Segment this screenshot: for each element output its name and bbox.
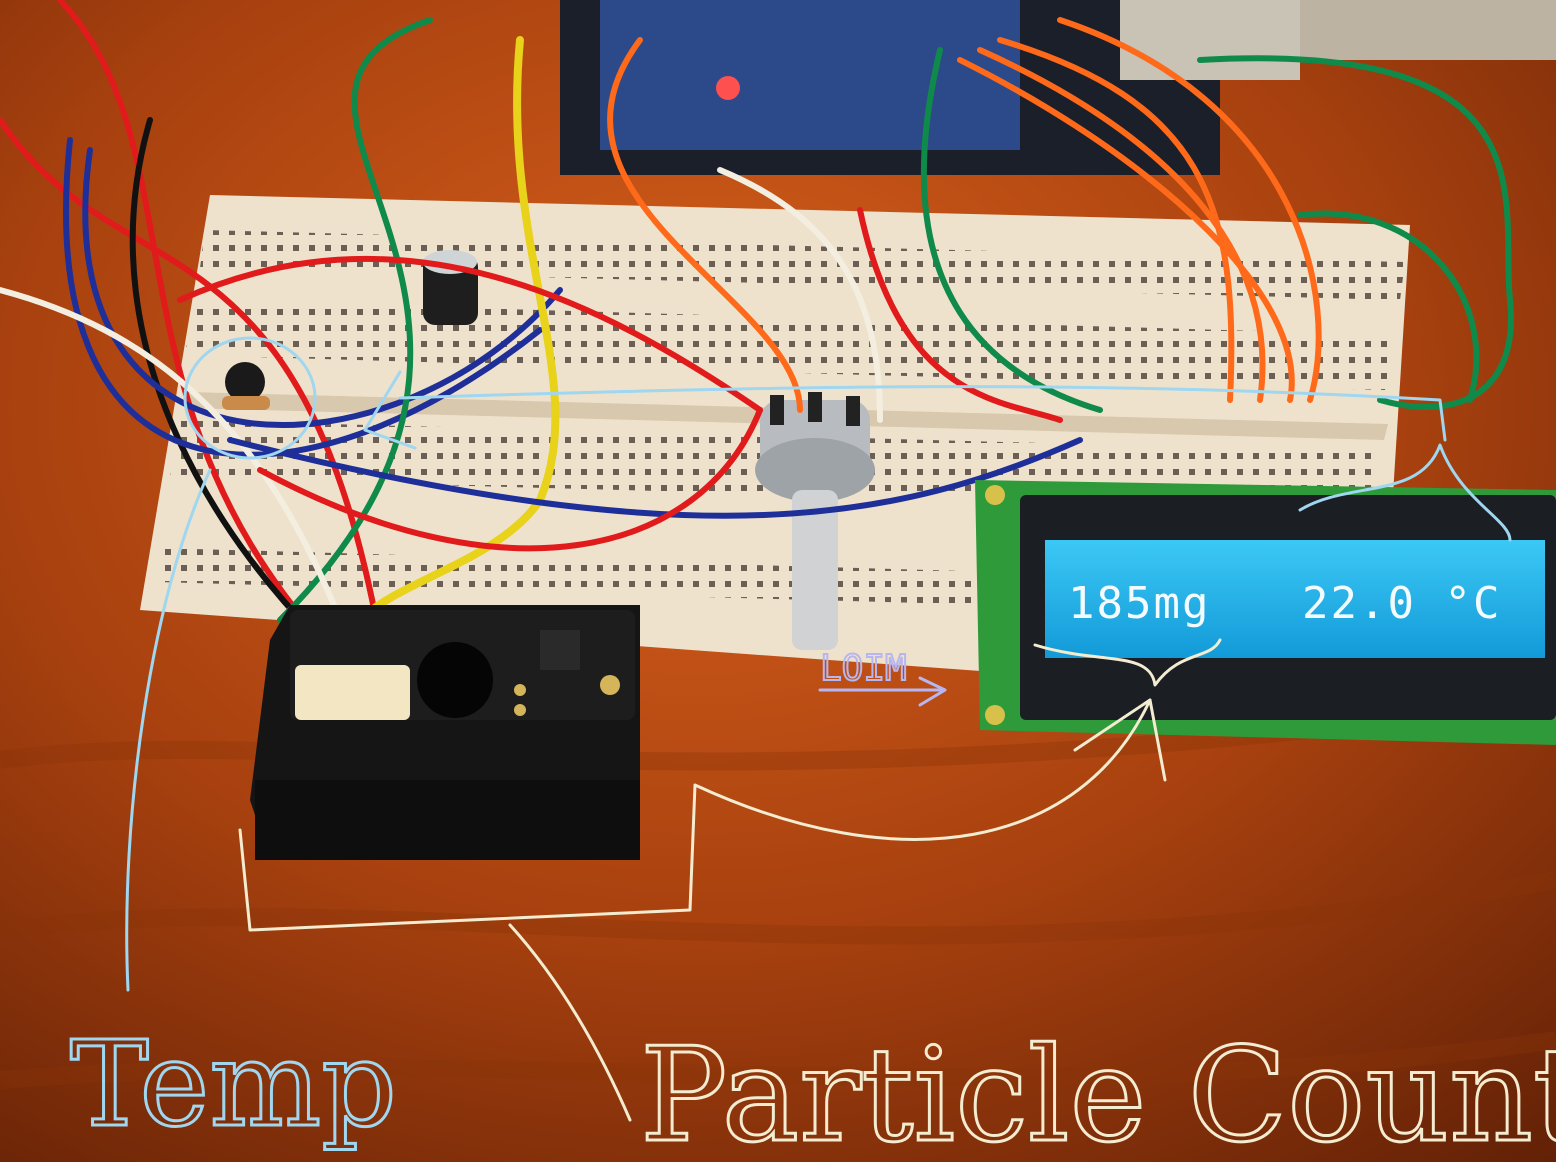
annotation-particle-counter: Particle Counter: [640, 1019, 1556, 1162]
lcd-line1-left: 185mg: [1068, 578, 1210, 629]
potentiometer: [755, 392, 875, 650]
annotation-arrows: [125, 336, 1512, 1122]
lcd-line1-right: 22.0 °C: [1302, 578, 1501, 629]
particle-sensor: [250, 605, 640, 860]
lcd-module: 185mg 22.0 °C: [975, 480, 1556, 745]
annotation-temp: Temp: [70, 1015, 397, 1153]
lcd-screen: [1045, 540, 1545, 658]
annotation-pot: LOIM: [820, 648, 907, 689]
temperature-sensor: [222, 362, 270, 410]
jumper-wires: [0, 0, 1514, 653]
